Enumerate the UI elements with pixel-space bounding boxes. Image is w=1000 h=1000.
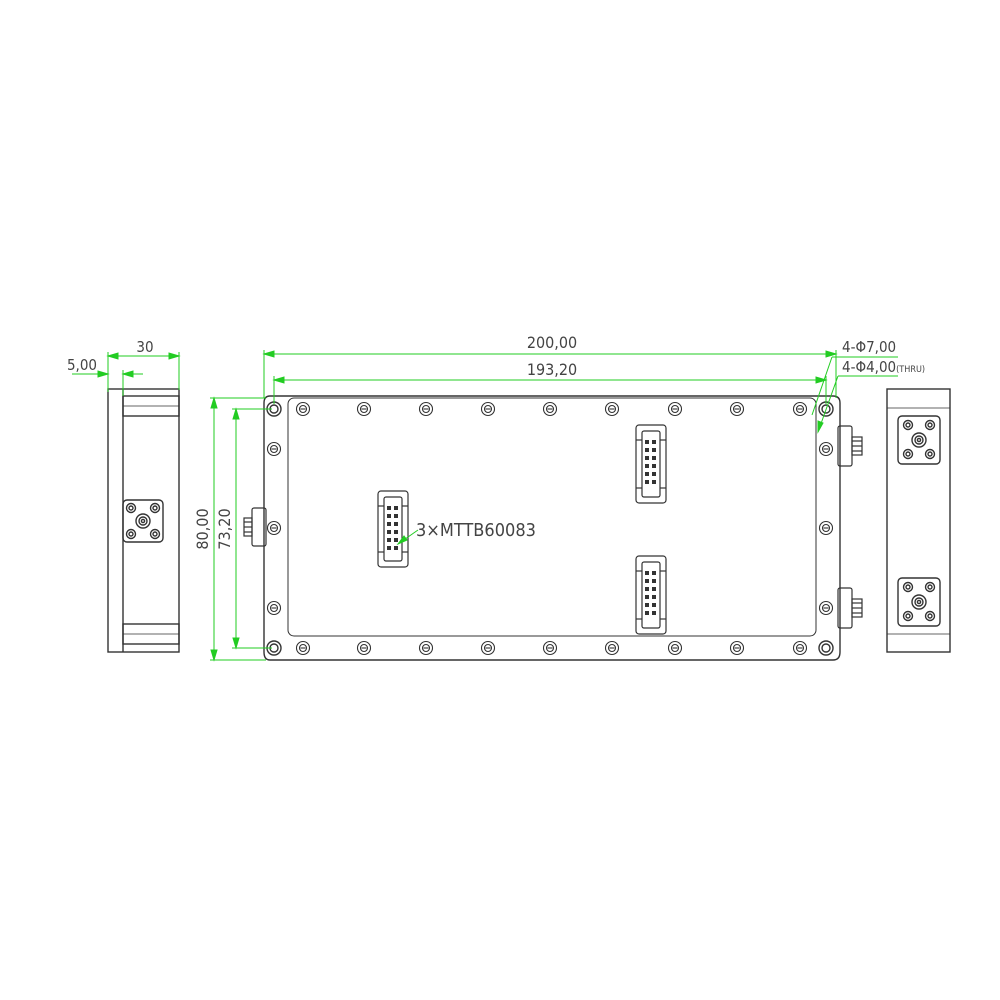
left-side-view [107,388,180,653]
connector-pin [394,506,398,510]
connector-pin [394,530,398,534]
connector-pin [645,456,649,460]
connector-top-right [635,424,667,504]
screw [266,600,282,616]
connector-pin [652,595,656,599]
connector-pin [652,480,656,484]
hole-through-diameter: 4-Φ4,00 [842,358,896,376]
housing-outline [263,395,841,661]
connector-pin [645,571,649,575]
connector-pin [652,603,656,607]
right-sma-connector-top [897,415,941,465]
connector-pin [645,480,649,484]
right-side-view [886,388,951,653]
connector-pin [387,538,391,542]
screw [604,640,620,656]
lid-outline [287,397,817,637]
connector-pin [652,464,656,468]
screw [356,640,372,656]
screw [356,401,372,417]
sma-right-top-main [837,425,863,467]
connector-pin [645,579,649,583]
hole-through-note: 4-Φ4,00(THRU) [842,358,925,376]
connector-pin [394,522,398,526]
screw [542,401,558,417]
connector-note: 3×MTTB60083 [416,520,536,541]
screw [480,401,496,417]
connector-pin [652,571,656,575]
connector-pin [645,587,649,591]
connector-pin [645,595,649,599]
connector-pin [652,587,656,591]
screw [266,441,282,457]
connector-pin [387,546,391,550]
lid-screws [266,401,834,656]
dim-width-outer: 80,00 [193,508,212,549]
sma-right-bottom-main [837,587,863,629]
connector-pin [387,506,391,510]
connector-pin [645,440,649,444]
connector-pins [387,440,656,615]
connector-pin [652,456,656,460]
connector-pin [394,546,398,550]
connector-pin [652,579,656,583]
screw [295,401,311,417]
connector-pin [645,472,649,476]
connector-pin [652,611,656,615]
connector-pin [645,448,649,452]
screw [792,640,808,656]
dim-flange: 5,00 [67,356,97,374]
screw [604,401,620,417]
screw [418,640,434,656]
connector-pin [387,522,391,526]
connector-pin [394,514,398,518]
screw [480,640,496,656]
connector-pin [645,611,649,615]
screw [818,441,834,457]
screw [667,401,683,417]
screw [729,640,745,656]
connector-pin [387,530,391,534]
right-sma-connector-bottom [897,577,941,627]
dimension-lines [72,350,898,662]
connector-pin [645,603,649,607]
screw [667,640,683,656]
connector-pin [652,472,656,476]
screw [418,401,434,417]
mounting-holes [266,401,834,656]
connector-left [377,490,409,568]
connector-pin [645,464,649,468]
screw [542,640,558,656]
connector-pin [394,538,398,542]
dim-length-inner: 193,20 [527,360,577,379]
main-top-view [263,395,841,661]
screw [266,520,282,536]
dim-length-outer: 200,00 [527,333,577,352]
hole-counterbore-note: 4-Φ7,00 [842,338,896,356]
dim-thickness: 30 [136,338,153,356]
screw [818,600,834,616]
screw [818,520,834,536]
connector-pin [652,448,656,452]
sma-left-main [243,507,267,547]
hole-through-suffix: (THRU) [896,365,925,375]
connector-pin [652,440,656,444]
connector-bottom-right [635,555,667,635]
screw [295,640,311,656]
dim-width-inner: 73,20 [215,508,234,549]
connector-pin [387,514,391,518]
screw [792,401,808,417]
screw [729,401,745,417]
left-sma-connector [122,499,164,543]
